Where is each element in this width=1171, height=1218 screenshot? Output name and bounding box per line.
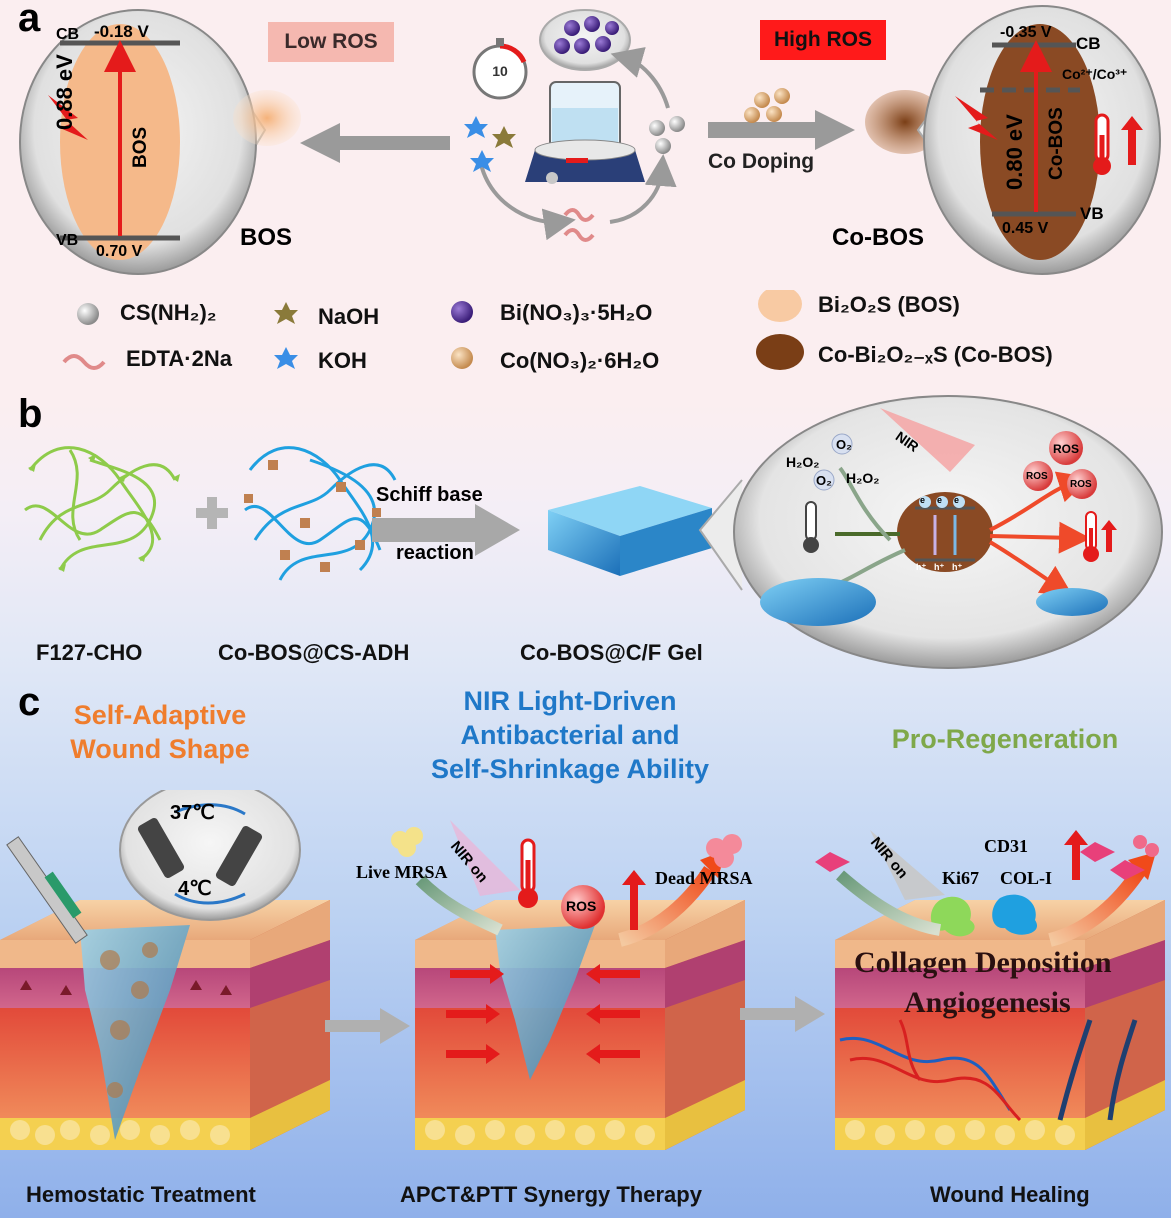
co-doping-label: Co Doping: [708, 150, 814, 174]
bos-vb-value: 0.70 V: [96, 243, 142, 261]
title-self-adaptive: Self-Adaptive Wound Shape: [40, 698, 280, 766]
legend-bi-nitrate: Bi(NO₃)₃·5H₂O: [500, 300, 652, 326]
schiff-arrow-top: Schiff base: [376, 484, 483, 507]
cobos-cb-value: -0.35 V: [1000, 24, 1052, 42]
bos-blob-icon: [758, 290, 802, 322]
cd31-label: CD31: [984, 836, 1028, 857]
ros-c: ROS: [566, 898, 596, 914]
schiff-arrow-bottom: reaction: [396, 542, 474, 565]
cobos-cb-label: CB: [1076, 34, 1101, 54]
o2-label-2: O₂: [816, 473, 832, 488]
caption-synergy: APCT&PTT Synergy Therapy: [400, 1182, 702, 1208]
low-ros-badge: Low ROS: [268, 22, 394, 62]
panel-b-graphics: [0, 390, 1171, 670]
title-nir-driven: NIR Light-Driven Antibacterial and Self-…: [380, 684, 760, 786]
gel-caption: Co-BOS@C/F Gel: [520, 640, 703, 666]
electron-label-1: e: [920, 495, 925, 505]
electron-label-3: e: [954, 495, 959, 505]
hole-label-2: h⁺: [934, 562, 944, 573]
legend-bos: Bi₂O₂S (BOS): [818, 292, 960, 318]
electron-label-2: e: [937, 495, 942, 505]
bos-cb-value: -0.18 V: [94, 22, 149, 42]
bos-cb-label: CB: [56, 26, 79, 44]
high-ros-badge: High ROS: [760, 20, 886, 60]
temp-37: 37℃: [170, 800, 215, 825]
legend-co-nitrate: Co(NO₃)₂·6H₂O: [500, 348, 659, 374]
h2o2-label-1: H₂O₂: [786, 454, 819, 470]
caption-hemostatic: Hemostatic Treatment: [26, 1182, 256, 1208]
edta-wave-icon: [64, 356, 104, 368]
cobos-vb-value: 0.45 V: [1002, 220, 1048, 238]
cs-nh2-sphere-icon: [77, 303, 99, 325]
o2-label-1: O₂: [836, 437, 852, 452]
ki67-label: Ki67: [942, 868, 979, 889]
live-mrsa: Live MRSA: [356, 862, 448, 883]
cobos-gap: 0.80 eV: [1002, 114, 1028, 190]
legend-cobos: Co-Bi₂O₂₋ₓS (Co-BOS): [818, 342, 1053, 368]
f127-caption: F127-CHO: [36, 640, 142, 666]
bos-gap: 0.88 eV: [52, 54, 78, 130]
cobos-caption: Co-BOS: [832, 224, 924, 252]
legend-cs-nh2: CS(NH₂)₂: [120, 300, 217, 326]
ros-label-1: ROS: [1053, 442, 1079, 456]
bos-vb-label: VB: [56, 232, 78, 250]
legend-edta: EDTA·2Na: [126, 346, 232, 372]
legend-koh: KOH: [318, 348, 367, 374]
panel-c-label: c: [18, 680, 40, 725]
cobos-vb-label: VB: [1080, 204, 1104, 224]
cobos-blob-icon: [756, 334, 804, 370]
cobos-cs-caption: Co-BOS@CS-ADH: [218, 640, 409, 666]
bos-caption: BOS: [240, 224, 292, 252]
angiogenesis-label: Angiogenesis: [904, 986, 1071, 1020]
caption-healing: Wound Healing: [930, 1182, 1090, 1208]
temp-4: 4℃: [178, 876, 212, 901]
cobos-level-label: Co²⁺/Co³⁺: [1062, 66, 1127, 83]
title-pro-regeneration: Pro-Regeneration: [860, 722, 1150, 756]
koh-star-icon: [274, 347, 298, 369]
ros-label-3: ROS: [1070, 479, 1092, 490]
timer-value: 10: [492, 63, 508, 79]
h2o2-label-2: H₂O₂: [846, 470, 879, 486]
col1-label: COL-I: [1000, 868, 1052, 889]
bos-name: BOS: [130, 127, 152, 168]
co-nitrate-sphere-icon: [451, 347, 473, 369]
ros-label-2: ROS: [1026, 471, 1048, 482]
legend-naoh: NaOH: [318, 304, 379, 330]
cobos-name: Co-BOS: [1046, 107, 1068, 180]
hole-label-3: h⁺: [952, 562, 962, 573]
naoh-star-icon: [274, 302, 298, 324]
collagen-label: Collagen Deposition: [854, 946, 1112, 980]
dead-mrsa: Dead MRSA: [655, 868, 753, 889]
bi-nitrate-sphere-icon: [451, 301, 473, 323]
hole-label-1: h⁺: [916, 562, 926, 573]
